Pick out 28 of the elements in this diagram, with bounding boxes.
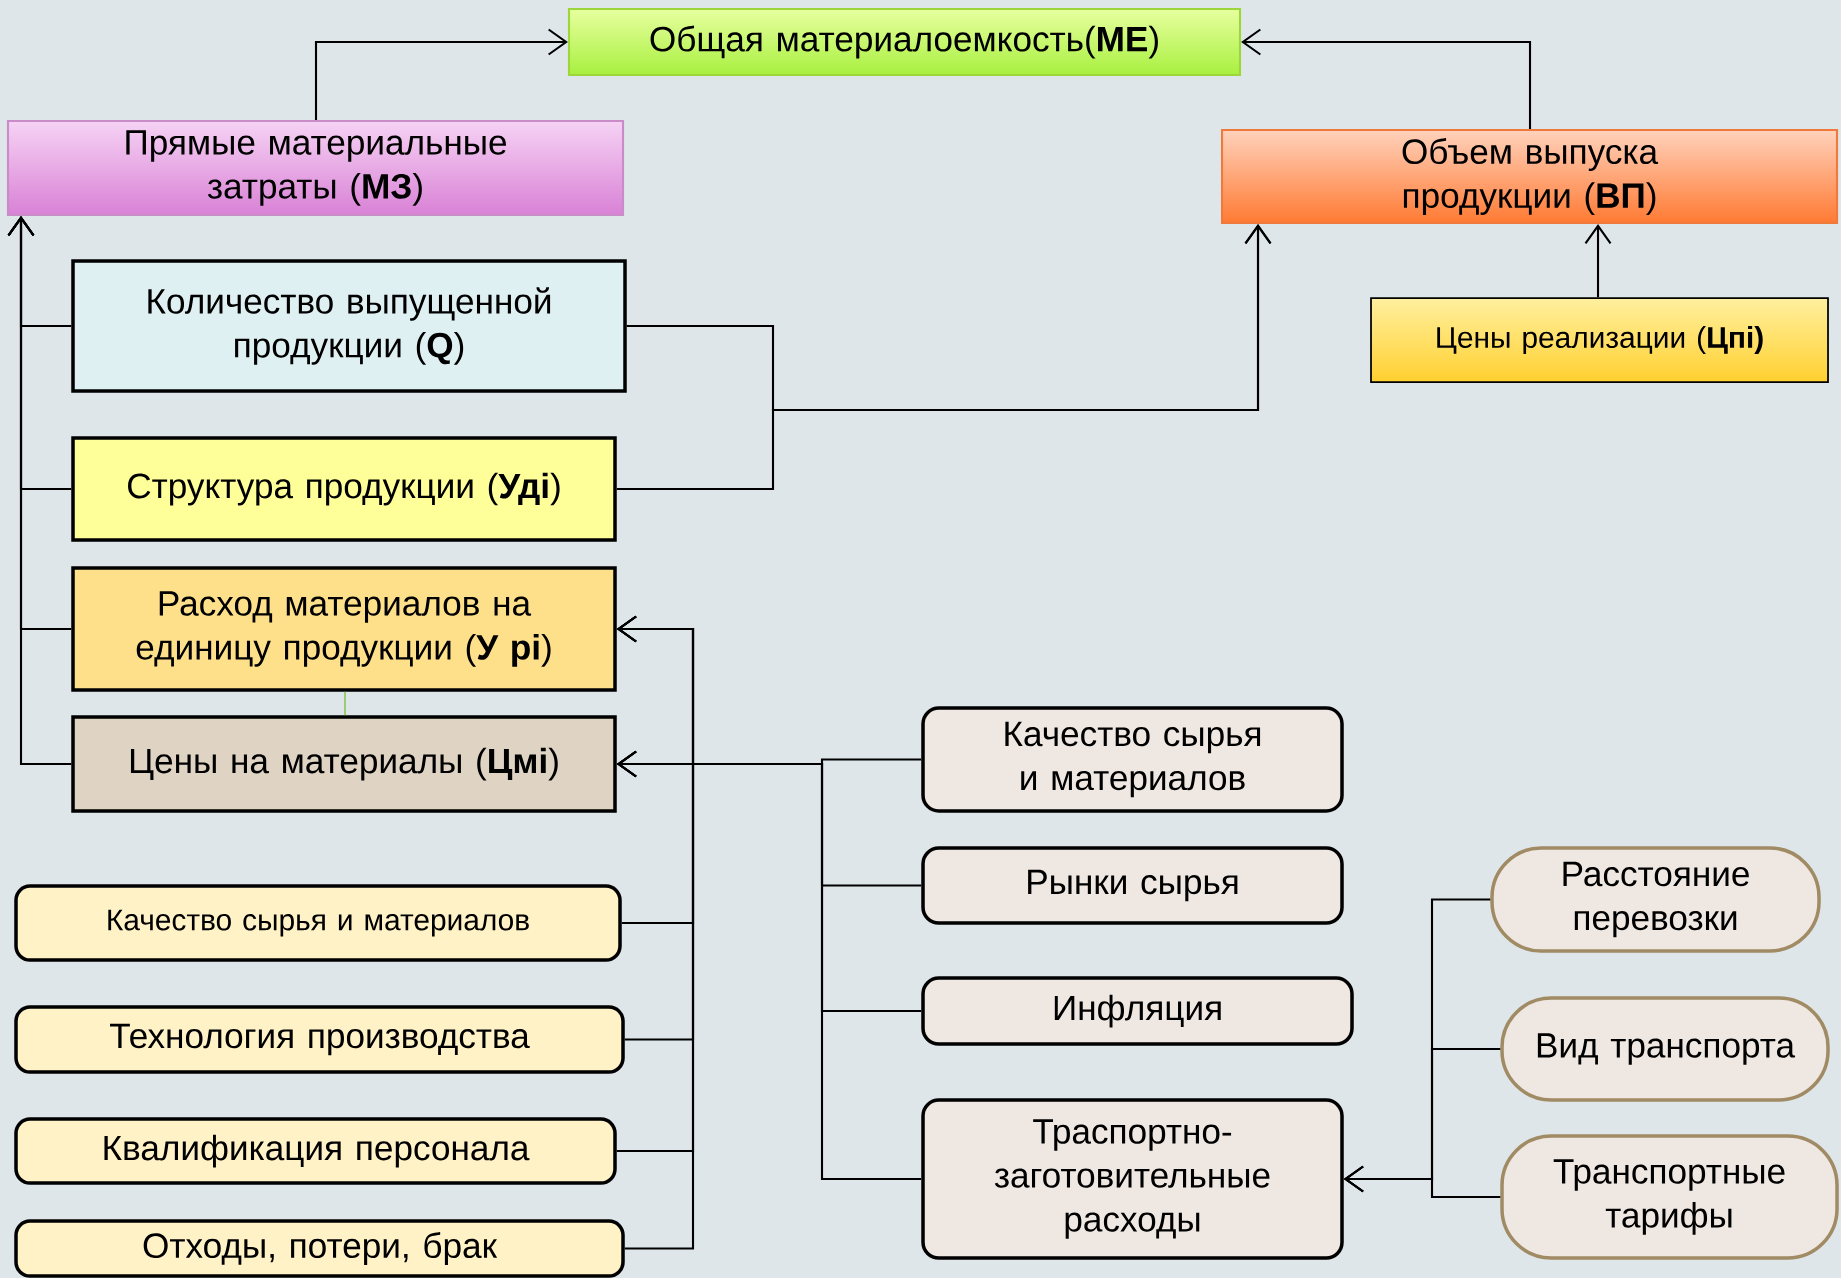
factor-oval: Вид транспорта	[1500, 996, 1830, 1102]
connector-arrow	[616, 615, 695, 1250]
factor-box: Рынки сырья	[921, 846, 1344, 925]
factor-box: Траспортно-заготовительные расходы	[921, 1098, 1344, 1260]
process-box: Прямые материальные затраты (МЗ)	[6, 119, 625, 217]
factor-box: Структура продукции (Удi)	[71, 436, 617, 542]
connector-arrow	[1584, 224, 1612, 298]
factor-box: Инфляция	[921, 976, 1354, 1046]
connector-arrow	[1241, 28, 1532, 129]
connector-arrow	[616, 224, 1272, 491]
connector-line	[344, 691, 346, 716]
factor-box: Качество сырья и материалов	[14, 884, 622, 962]
connector-arrow	[616, 750, 922, 1181]
factor-box: Квалификация персонала	[14, 1117, 617, 1185]
factor-box: Качество сырья и материалов	[921, 706, 1344, 813]
title-box: Общая материалоемкость(МЕ)	[567, 7, 1242, 77]
factor-box: Количество выпущенной продукции (Q)	[71, 259, 627, 393]
factor-box: Отходы, потери, брак	[14, 1219, 625, 1278]
factor-box: Расход материалов на единицу продукции (У рі)	[71, 566, 617, 692]
factor-oval: Транспортные тарифы	[1500, 1134, 1839, 1260]
factor-oval: Расстояние перевозки	[1490, 846, 1821, 953]
connector-arrow	[314, 28, 568, 120]
factor-box: Технология производства	[14, 1005, 625, 1074]
factor-box: Цены на материалы (Цмі)	[71, 715, 617, 813]
process-box: Объем выпуска продукции (ВП)	[1220, 128, 1839, 225]
connector-arrow	[7, 216, 72, 766]
process-box: Цены реализации (Цпі)	[1370, 297, 1829, 383]
connector-arrow	[1343, 1165, 1501, 1199]
